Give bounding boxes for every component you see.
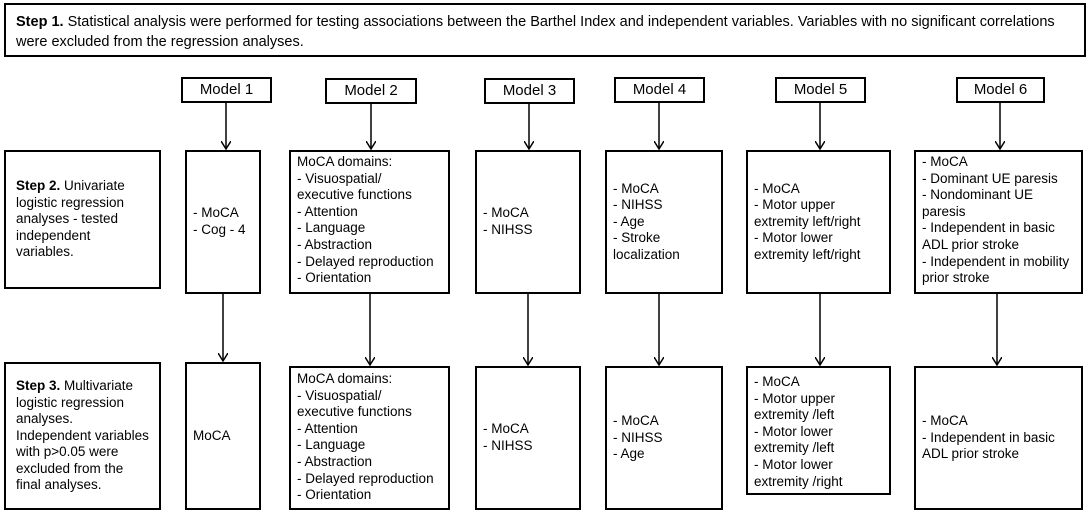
model-2-step2-line: - Language bbox=[297, 220, 366, 236]
model-4-step3-line: - NIHSS bbox=[613, 429, 663, 445]
model-2-step3-line: - Visuospatial/ bbox=[297, 387, 382, 403]
model-3-step3-line: - NIHSS bbox=[483, 438, 533, 453]
model-6-step2-line: prior stroke bbox=[922, 270, 990, 286]
model-1-step2-box: - MoCA- Cog - 4 bbox=[185, 150, 261, 294]
model-2-step2-line: - Visuospatial/ bbox=[297, 170, 382, 186]
model-4-step2-line: localization bbox=[613, 246, 680, 262]
model-6-step2-line: - Independent in mobility bbox=[922, 253, 1070, 269]
model-4-step2-line: - Stroke bbox=[613, 230, 661, 246]
model-4-header: Model 4 bbox=[614, 77, 705, 103]
model-2-step2-line: MoCA domains: bbox=[297, 154, 393, 169]
step1-label: Step 1. bbox=[16, 14, 64, 30]
model-6-step3-line: - MoCA bbox=[922, 413, 968, 429]
model-5-step2-line: - Motor upper bbox=[754, 197, 836, 213]
model-5-step2-line: extremity left/right bbox=[754, 213, 861, 229]
model-3-header: Model 3 bbox=[484, 78, 575, 104]
step1-box: Step 1. Statistical analysis were perfor… bbox=[4, 3, 1086, 57]
model-2-step3-line: - Attention bbox=[297, 420, 358, 436]
model-3-step2-line: - NIHSS bbox=[483, 222, 533, 237]
model-5-header: Model 5 bbox=[775, 77, 866, 103]
model-4-step2-line: - Age bbox=[613, 213, 645, 229]
model-2-step2-line: - Orientation bbox=[297, 270, 372, 286]
model-6-step2-line: - MoCA bbox=[922, 154, 968, 169]
model-6-step2-box: - MoCA- Dominant UE paresis- Nondominant… bbox=[914, 150, 1083, 294]
model-6-step2-line: - Independent in basic bbox=[922, 220, 1055, 236]
model-2-step3-line: - Abstraction bbox=[297, 453, 373, 469]
model-2-step3-line: MoCA domains: bbox=[297, 371, 393, 386]
model-3-step2-box: - MoCA- NIHSS bbox=[475, 150, 581, 294]
model-2-step3-line: executive functions bbox=[297, 404, 412, 420]
step3-text: Multivariate logistic regression analyse… bbox=[16, 377, 149, 493]
step3-label: Step 3. bbox=[16, 377, 61, 393]
model-4-step2-line: - MoCA bbox=[613, 180, 659, 196]
model-2-step3-line: - Delayed reproduction bbox=[297, 470, 434, 486]
model-6-step2-line: paresis bbox=[922, 203, 966, 219]
model-2-step3-box: MoCA domains:- Visuospatial/executive fu… bbox=[289, 366, 450, 510]
step2-box: Step 2. Univariate logistic regression a… bbox=[4, 150, 161, 289]
model-2-step2-line: - Abstraction bbox=[297, 236, 373, 252]
model-5-step3-line: extremity /right bbox=[754, 473, 843, 489]
model-2-step3-line: - Orientation bbox=[297, 487, 372, 503]
model-2-step2-box: MoCA domains:- Visuospatial/executive fu… bbox=[289, 150, 450, 294]
step1-text: Statistical analysis were performed for … bbox=[16, 14, 1055, 50]
model-6-header: Model 6 bbox=[956, 77, 1045, 103]
model-4-step3-line: - MoCA bbox=[613, 413, 659, 429]
step2-text: Univariate logistic regression analyses … bbox=[16, 178, 125, 260]
model-5-step2-line: - MoCA bbox=[754, 180, 800, 196]
model-5-step3-line: - Motor lower bbox=[754, 456, 833, 472]
model-1-step2-line: - Cog - 4 bbox=[193, 222, 246, 237]
model-1-step3-box: MoCA bbox=[185, 362, 261, 510]
model-4-step2-line: - NIHSS bbox=[613, 197, 663, 213]
model-2-step2-line: - Attention bbox=[297, 203, 358, 219]
step2-label: Step 2. bbox=[16, 178, 61, 194]
model-6-step2-line: - Dominant UE paresis bbox=[922, 170, 1058, 186]
model-2-step2-line: - Delayed reproduction bbox=[297, 253, 434, 269]
model-6-step2-line: - Nondominant UE bbox=[922, 187, 1034, 203]
model-6-step2-line: ADL prior stroke bbox=[922, 236, 1020, 252]
model-2-step3-line: - Language bbox=[297, 437, 366, 453]
model-6-step3-line: ADL prior stroke bbox=[922, 446, 1020, 462]
model-4-step3-box: - MoCA- NIHSS- Age bbox=[605, 366, 723, 510]
model-3-step3-line: - MoCA bbox=[483, 421, 529, 437]
model-6-step3-line: - Independent in basic bbox=[922, 429, 1055, 445]
model-3-step3-box: - MoCA- NIHSS bbox=[475, 366, 581, 510]
model-4-step3-line: - Age bbox=[613, 446, 645, 462]
model-5-step2-line: extremity left/right bbox=[754, 246, 861, 262]
model-5-step3-line: - Motor lower bbox=[754, 423, 833, 439]
model-5-step2-line: - Motor lower bbox=[754, 230, 833, 246]
model-5-step3-line: extremity /left bbox=[754, 407, 835, 423]
model-5-step3-line: - Motor upper bbox=[754, 390, 836, 406]
model-3-step2-line: - MoCA bbox=[483, 205, 529, 221]
model-2-header: Model 2 bbox=[325, 78, 417, 104]
model-1-step2-line: - MoCA bbox=[193, 205, 239, 221]
model-2-step2-line: executive functions bbox=[297, 187, 412, 203]
model-5-step3-line: - MoCA bbox=[754, 374, 800, 389]
step3-box: Step 3. Multivariate logistic regression… bbox=[4, 362, 161, 510]
model-1-header: Model 1 bbox=[181, 77, 272, 103]
model-5-step3-line: extremity /left bbox=[754, 440, 835, 456]
model-1-step3-line: MoCA bbox=[193, 427, 231, 443]
